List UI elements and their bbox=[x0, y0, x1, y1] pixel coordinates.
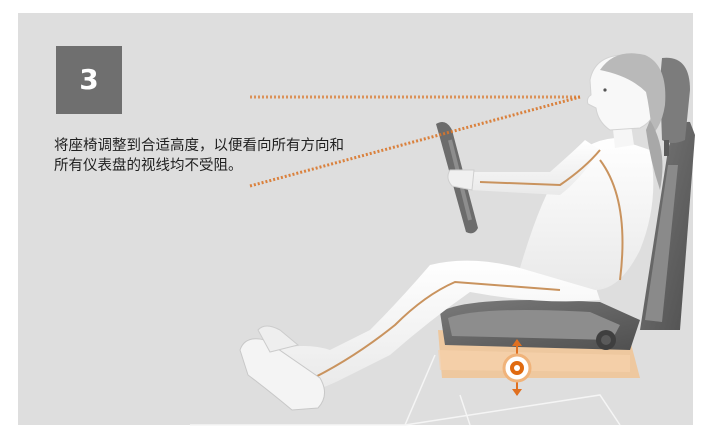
seat-cushion bbox=[440, 299, 640, 350]
instruction-text: 将座椅调整到合适高度，以便看向所有方向和所有仪表盘的视线均不受阻。 bbox=[54, 138, 344, 174]
up-down-arrow-icon bbox=[502, 339, 532, 396]
seat-backrest bbox=[640, 57, 695, 330]
headrest bbox=[660, 57, 690, 144]
driver-figure bbox=[239, 53, 666, 411]
step-number-badge: 3 bbox=[56, 46, 122, 114]
floor-outline bbox=[190, 354, 621, 426]
sight-lines bbox=[249, 95, 581, 188]
